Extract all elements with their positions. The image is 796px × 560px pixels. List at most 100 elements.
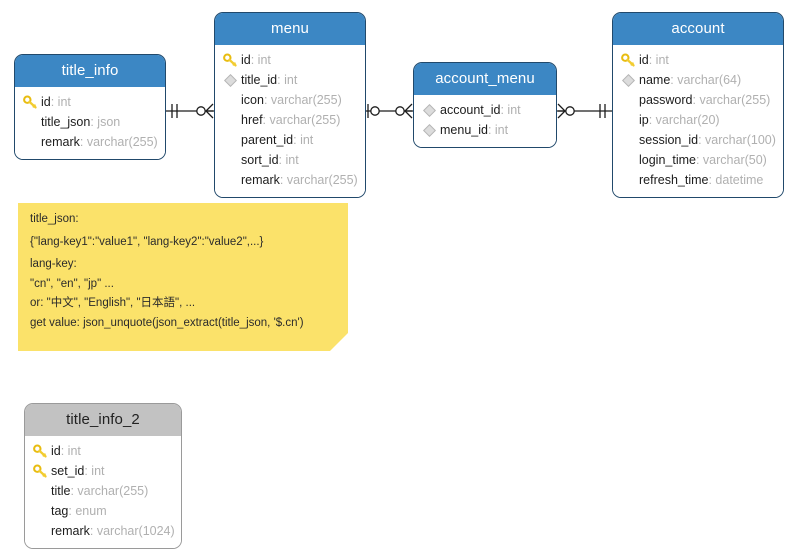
note-fold-corner-icon bbox=[330, 333, 348, 351]
field-row[interactable]: title_id: int bbox=[215, 70, 365, 90]
field-label: session_id: varchar(100) bbox=[639, 132, 776, 147]
field-label: login_time: varchar(50) bbox=[639, 152, 767, 167]
relationship-menu-account-menu bbox=[366, 103, 413, 119]
field-row[interactable]: icon: varchar(255) bbox=[215, 90, 365, 110]
field-label: refresh_time: datetime bbox=[639, 172, 764, 187]
field-row[interactable]: remark: varchar(255) bbox=[15, 132, 165, 152]
field-row[interactable]: password: varchar(255) bbox=[613, 90, 783, 110]
entity-title-info-fields: id: int title_json: json remark: varchar(2… bbox=[15, 87, 165, 159]
field-row[interactable]: title: varchar(255) bbox=[25, 481, 181, 501]
primary-key-icon bbox=[22, 94, 39, 111]
field-label: remark: varchar(255) bbox=[241, 172, 358, 187]
field-type: : int bbox=[84, 463, 105, 478]
field-row[interactable]: id: int bbox=[613, 50, 783, 70]
field-label: remark: varchar(1024) bbox=[51, 523, 175, 538]
field-row[interactable]: ip: varchar(20) bbox=[613, 110, 783, 130]
field-label: icon: varchar(255) bbox=[241, 92, 342, 107]
foreign-key-diamond-icon bbox=[421, 122, 438, 139]
entity-account[interactable]: account id: int name: varchar(64) password… bbox=[612, 12, 784, 198]
field-row[interactable]: remark: varchar(255) bbox=[215, 170, 365, 190]
field-label: sort_id: int bbox=[241, 152, 299, 167]
note-line: {"lang-key1":"value1", "lang-key2":"valu… bbox=[30, 235, 264, 248]
foreign-key-diamond-icon bbox=[222, 72, 239, 89]
field-label: name: varchar(64) bbox=[639, 72, 742, 87]
field-label: tag: enum bbox=[51, 503, 107, 518]
field-label: id: int bbox=[41, 94, 71, 109]
relationship-account-menu-account bbox=[557, 103, 612, 119]
field-label: account_id: int bbox=[440, 102, 521, 117]
foreign-key-diamond-icon bbox=[421, 102, 438, 119]
entity-account-menu-header: account_menu bbox=[414, 63, 556, 95]
field-type: : int bbox=[278, 152, 299, 167]
field-type: : int bbox=[500, 102, 521, 117]
field-row[interactable]: menu_id: int bbox=[414, 120, 556, 140]
field-label: menu_id: int bbox=[440, 122, 509, 137]
field-type: : varchar(255) bbox=[692, 92, 771, 107]
field-row[interactable]: id: int bbox=[15, 92, 165, 112]
note-line: title_json: bbox=[30, 213, 79, 225]
field-type: : varchar(255) bbox=[262, 112, 341, 127]
entity-account-fields: id: int name: varchar(64) password: varcha… bbox=[613, 45, 783, 197]
field-type: : varchar(255) bbox=[263, 92, 342, 107]
field-label: parent_id: int bbox=[241, 132, 314, 147]
field-row[interactable]: name: varchar(64) bbox=[613, 70, 783, 90]
entity-title-info-2-header: title_info_2 bbox=[25, 404, 181, 436]
field-type: : int bbox=[50, 94, 71, 109]
field-row[interactable]: id: int bbox=[25, 441, 181, 461]
field-row[interactable]: title_json: json bbox=[15, 112, 165, 132]
field-type: : int bbox=[487, 122, 509, 137]
field-label: id: int bbox=[241, 52, 271, 67]
field-row[interactable]: refresh_time: datetime bbox=[613, 170, 783, 190]
field-type: : enum bbox=[68, 503, 107, 518]
field-label: title_json: json bbox=[41, 114, 121, 129]
entity-account-header: account bbox=[613, 13, 783, 45]
field-type: : int bbox=[277, 72, 298, 87]
note-line: or: "中文", "English", "日本語", ... bbox=[30, 297, 196, 309]
field-row[interactable]: session_id: varchar(100) bbox=[613, 130, 783, 150]
field-type: : varchar(50) bbox=[695, 152, 767, 167]
field-type: : varchar(100) bbox=[698, 132, 776, 147]
primary-key-icon bbox=[222, 52, 239, 69]
field-type: : varchar(255) bbox=[79, 134, 158, 149]
field-type: : int bbox=[293, 132, 314, 147]
field-row[interactable]: remark: varchar(1024) bbox=[25, 521, 181, 541]
field-row[interactable]: account_id: int bbox=[414, 100, 556, 120]
field-row[interactable]: tag: enum bbox=[25, 501, 181, 521]
field-label: remark: varchar(255) bbox=[41, 134, 158, 149]
note-line: lang-key: bbox=[30, 258, 77, 270]
primary-key-icon bbox=[620, 52, 637, 69]
field-row[interactable]: parent_id: int bbox=[215, 130, 365, 150]
field-row[interactable]: sort_id: int bbox=[215, 150, 365, 170]
field-row[interactable]: login_time: varchar(50) bbox=[613, 150, 783, 170]
field-type: : int bbox=[250, 52, 271, 67]
field-row[interactable]: href: varchar(255) bbox=[215, 110, 365, 130]
field-row[interactable]: set_id: int bbox=[25, 461, 181, 481]
field-type: : varchar(255) bbox=[279, 172, 358, 187]
primary-key-icon bbox=[32, 463, 49, 480]
entity-account-menu[interactable]: account_menu account_id: int menu_id: int bbox=[413, 62, 557, 148]
field-type: : datetime bbox=[708, 172, 764, 187]
field-row[interactable]: id: int bbox=[215, 50, 365, 70]
field-type: : varchar(64) bbox=[670, 72, 742, 87]
entity-title-info-header: title_info bbox=[15, 55, 165, 87]
relationship-title-info-menu bbox=[165, 103, 214, 119]
field-type: : varchar(20) bbox=[648, 112, 720, 127]
entity-title-info[interactable]: title_info id: int title_json: json remark… bbox=[14, 54, 166, 160]
field-type: : json bbox=[90, 114, 121, 129]
note-line: get value: json_unquote(json_extract(tit… bbox=[30, 316, 304, 329]
field-label: title: varchar(255) bbox=[51, 483, 149, 498]
field-label: id: int bbox=[639, 52, 669, 67]
field-label: title_id: int bbox=[241, 72, 298, 87]
field-type: : varchar(255) bbox=[70, 483, 149, 498]
field-type: : int bbox=[648, 52, 669, 67]
entity-menu-fields: id: int title_id: int icon: varchar(255) hr… bbox=[215, 45, 365, 197]
foreign-key-diamond-icon bbox=[620, 72, 637, 89]
field-label: password: varchar(255) bbox=[639, 92, 771, 107]
note-line: "cn", "en", "jp" ... bbox=[30, 277, 114, 290]
field-label: href: varchar(255) bbox=[241, 112, 341, 127]
title-json-note[interactable]: title_json: {"lang-key1":"value1", "lang… bbox=[18, 203, 348, 351]
